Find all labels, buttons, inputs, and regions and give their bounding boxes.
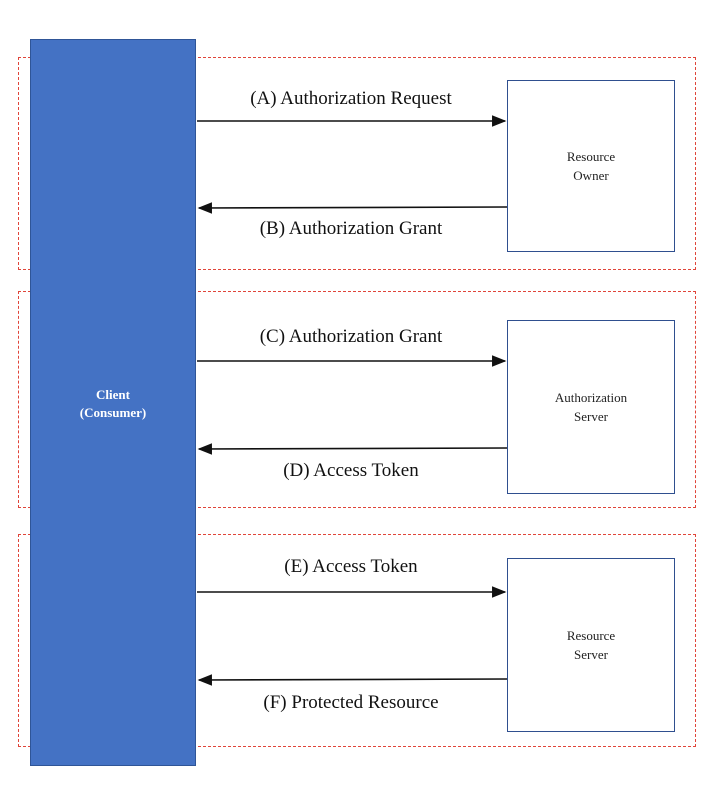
client-label: Client (Consumer)	[31, 386, 195, 422]
arrow-b	[197, 202, 508, 214]
resource-server-label: Resource Server	[566, 628, 616, 662]
arrow-d	[197, 443, 508, 455]
flow-group-3	[18, 534, 696, 747]
flow-group-2	[18, 291, 696, 508]
authorization-server-label: Authorization Server	[554, 390, 628, 424]
flow-label-b: (B) Authorization Grant	[259, 218, 443, 239]
flow-label-d: (D) Access Token	[283, 460, 419, 481]
flow-label-f: (F) Protected Resource	[263, 692, 439, 713]
authorization-server-node: Authorization Server	[507, 320, 675, 494]
arrow-f	[197, 674, 508, 686]
flow-label-c: (C) Authorization Grant	[259, 326, 443, 347]
flow-group-1	[18, 57, 696, 270]
resource-owner-node: Resource Owner	[507, 80, 675, 252]
resource-server-node: Resource Server	[507, 558, 675, 732]
client-label-line1: Client	[96, 387, 130, 402]
resource-owner-label: Resource Owner	[566, 149, 616, 183]
client-label-line2: (Consumer)	[79, 405, 147, 420]
flow-label-e: (E) Access Token	[284, 556, 418, 577]
flow-label-a: (A) Authorization Request	[250, 88, 452, 109]
client-node: Client (Consumer)	[30, 39, 196, 766]
